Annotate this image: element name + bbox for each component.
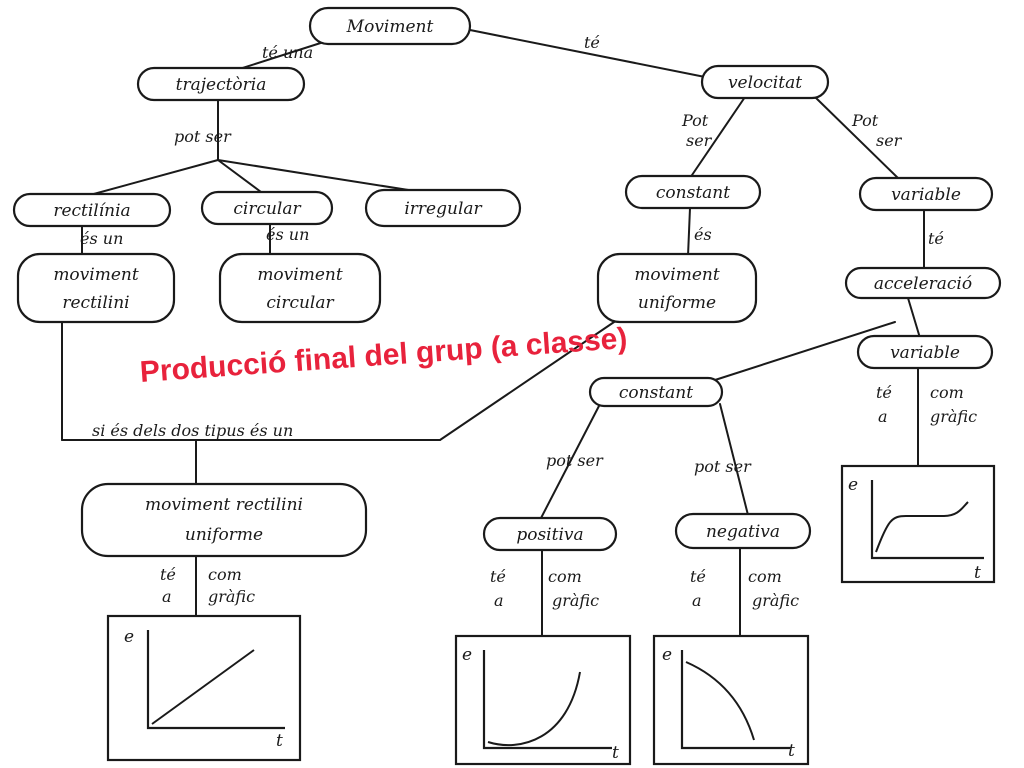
node-label-line2: circular [266,293,334,313]
graph-variable: e t [840,464,996,584]
node-label: rectilínia [53,201,130,221]
edge-label-grafic: gràfic [552,591,599,610]
node-label-line2: uniforme [638,293,716,313]
edge-label-grafic: gràfic [208,587,255,606]
edge-labels: té una té pot ser Pot ser Pot ser és un … [80,33,977,610]
edge-label-te: té [690,567,706,586]
edge-label-ser: ser [876,131,903,150]
node-label: variable [891,185,961,205]
edge-label-a: a [692,591,702,610]
node-moviment: Moviment [308,6,472,46]
node-label: negativa [706,522,780,542]
node-label: constant [656,183,730,203]
edge-label-te: té [876,383,892,402]
y-axis-label: e [462,645,472,665]
edge-label-com: com [208,565,242,584]
x-axis-label: t [974,563,981,583]
node-constant: constant [624,174,762,210]
x-axis-label: t [612,743,619,763]
node-moviment-rectilini-uniforme: moviment rectilini uniforme [80,482,368,558]
node-label: velocitat [728,73,802,93]
y-axis-label: e [124,627,134,647]
node-trajectoria: trajectòria [136,66,306,102]
node-label: positiva [516,525,583,545]
edge-label-te-una: té una [262,43,313,62]
edge-label-es-un: és un [80,229,123,248]
node-irregular: irregular [364,188,522,228]
edge-label-a: a [878,407,888,426]
node-acceleracio: acceleració [844,266,1002,300]
y-axis-label: e [662,645,672,665]
edge-label-es-un: és un [266,225,309,244]
graph-uniform: e t [106,614,302,762]
y-axis-label: e [848,475,858,495]
edge-label-es: és [694,225,712,244]
edge-label-te: té [928,229,944,248]
edge-label-grafic: gràfic [930,407,977,426]
edge-label-a: a [162,587,172,606]
edge-label-te: té [584,33,600,52]
node-label: Moviment [346,17,434,37]
edges [61,29,925,637]
node-label: constant [619,383,693,403]
edge-label-te: té [490,567,506,586]
node-acceleracio-variable: variable [856,334,994,370]
node-circular: circular [200,190,334,226]
node-moviment-rectilini: moviment rectilini [16,252,176,324]
edge-label-pot-ser: pot ser [174,127,232,146]
node-rectilinia: rectilínia [12,192,172,228]
edge-label-pot: Pot [851,111,879,130]
node-label: trajectòria [176,75,267,95]
edge-label-a: a [494,591,504,610]
edge-label-com: com [930,383,964,402]
node-label: variable [890,343,960,363]
node-label-line1: moviment [634,265,720,285]
edge-label-pot: Pot [681,111,709,130]
node-label-line2: uniforme [185,525,263,545]
node-negativa: negativa [674,512,812,550]
edge-label-pot-ser: pot ser [694,457,752,476]
node-label-line1: moviment [257,265,343,285]
edge-label-si-es-dels-dos-tipus: si és dels dos tipus és un [92,421,293,440]
edge-label-te: té [160,565,176,584]
node-moviment-circular: moviment circular [218,252,382,324]
graph-negative: e t [652,634,810,766]
node-label-line2: rectilini [62,293,129,313]
node-acceleracio-constant: constant [588,376,724,408]
node-label: circular [233,199,301,219]
edge-label-grafic: gràfic [752,591,799,610]
node-label-line1: moviment rectilini [145,495,303,515]
node-variable: variable [858,176,994,212]
graph-positive: e t [454,634,632,766]
node-velocitat: velocitat [700,64,830,100]
edge-label-com: com [748,567,782,586]
node-label: acceleració [874,274,972,294]
node-positiva: positiva [482,516,618,552]
x-axis-label: t [788,741,795,761]
edge-label-com: com [548,567,582,586]
edge-label-ser: ser [686,131,713,150]
node-moviment-uniforme: moviment uniforme [596,252,758,324]
edge-label-pot-ser: pot ser [546,451,604,470]
node-label: irregular [404,199,482,219]
node-label-line1: moviment [53,265,139,285]
x-axis-label: t [276,731,283,751]
